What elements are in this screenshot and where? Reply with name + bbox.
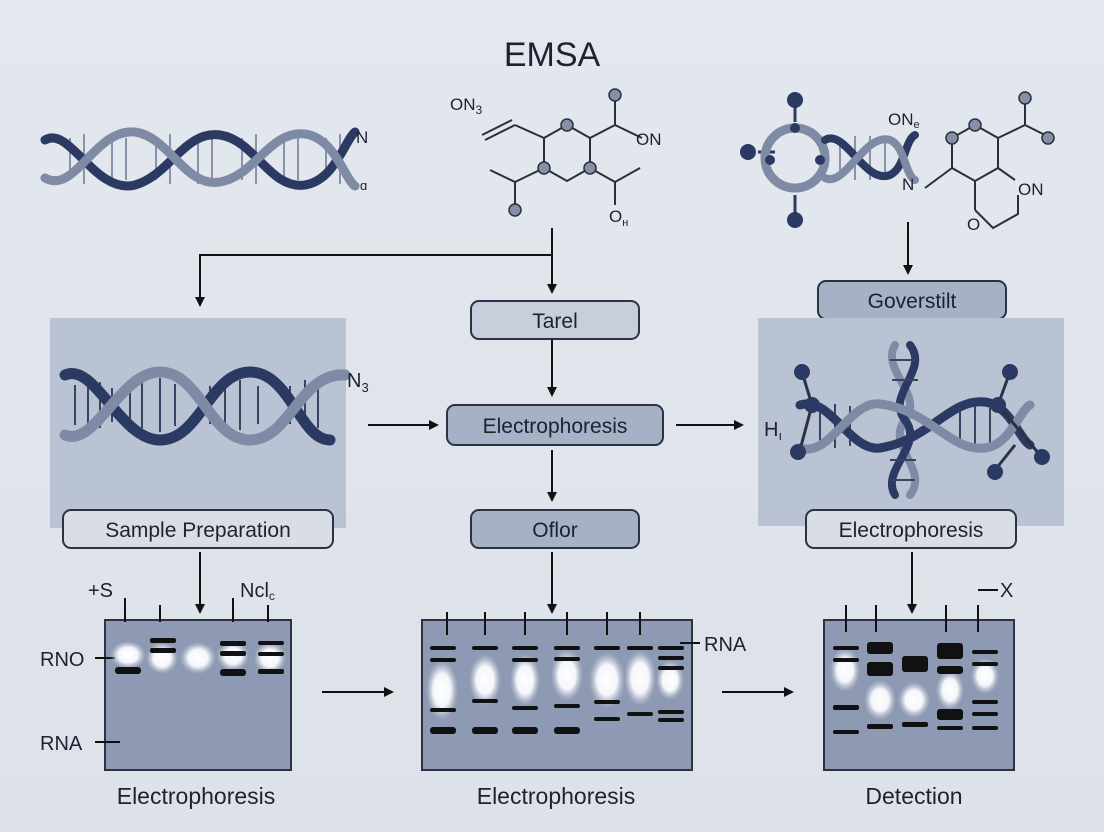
mol2-o-ring-label: O xyxy=(967,215,980,234)
gel-center xyxy=(421,612,700,771)
electrophoresis-center-label: Electrophoresis xyxy=(483,415,628,438)
complex-h-label: Hı xyxy=(764,419,782,443)
sample-preparation-label: Sample Preparation xyxy=(105,519,291,542)
protein-dna-complex-icon xyxy=(790,341,1050,499)
mol2-n-label: N xyxy=(902,175,914,194)
sample-n3-label: N3 xyxy=(347,370,369,395)
mol2-on-label: ONe xyxy=(888,110,920,131)
gel-left-rna-label: RNA xyxy=(40,733,83,755)
sample-preparation-pill[interactable]: Sample Preparation xyxy=(62,509,334,549)
tarel-label: Tarel xyxy=(532,310,578,333)
gel-right xyxy=(823,589,1015,771)
gel-right-caption: Detection xyxy=(865,783,962,809)
tarel-pill[interactable]: Tarel xyxy=(470,300,640,340)
gel-left-rno-label: RNO xyxy=(40,649,84,671)
diagram-title: EMSA xyxy=(504,36,601,74)
gel-center-rna-label: RNA xyxy=(704,634,747,656)
dna-sub-label: ɑ xyxy=(360,178,367,193)
gel-left-s-label: +S xyxy=(88,580,113,602)
goverstilt-label: Goverstilt xyxy=(868,290,957,313)
dna-protein-complex-icon xyxy=(740,91,1055,230)
mol1-on3-label: ON3 xyxy=(450,95,483,117)
mol1-oh-label: Oн xyxy=(609,207,628,229)
mol2-on-right-label: ON xyxy=(1018,180,1044,199)
flow-connectors xyxy=(195,222,917,697)
gel-left-ncl-label: Nclc xyxy=(240,580,275,603)
gel-center-caption: Electrophoresis xyxy=(477,783,636,809)
oflor-pill[interactable]: Oflor xyxy=(470,509,640,549)
mol1-on-label: ON xyxy=(636,130,662,149)
gel-right-x-label: X xyxy=(1000,580,1013,602)
dna-double-helix-icon xyxy=(40,127,360,191)
molecule-structure-icon xyxy=(481,95,643,210)
goverstilt-pill[interactable]: Goverstilt xyxy=(817,280,1007,320)
dna-n-label: N xyxy=(356,128,368,147)
gel-left xyxy=(95,598,292,771)
gel-left-caption: Electrophoresis xyxy=(117,783,276,809)
sample-dna-helix-icon xyxy=(59,366,351,446)
electrophoresis-right-pill[interactable]: Electrophoresis xyxy=(805,509,1017,549)
molecule-atoms xyxy=(508,88,622,217)
oflor-label: Oflor xyxy=(532,519,578,542)
electrophoresis-pill[interactable]: Electrophoresis xyxy=(446,404,664,446)
electrophoresis-right-label: Electrophoresis xyxy=(839,519,984,542)
